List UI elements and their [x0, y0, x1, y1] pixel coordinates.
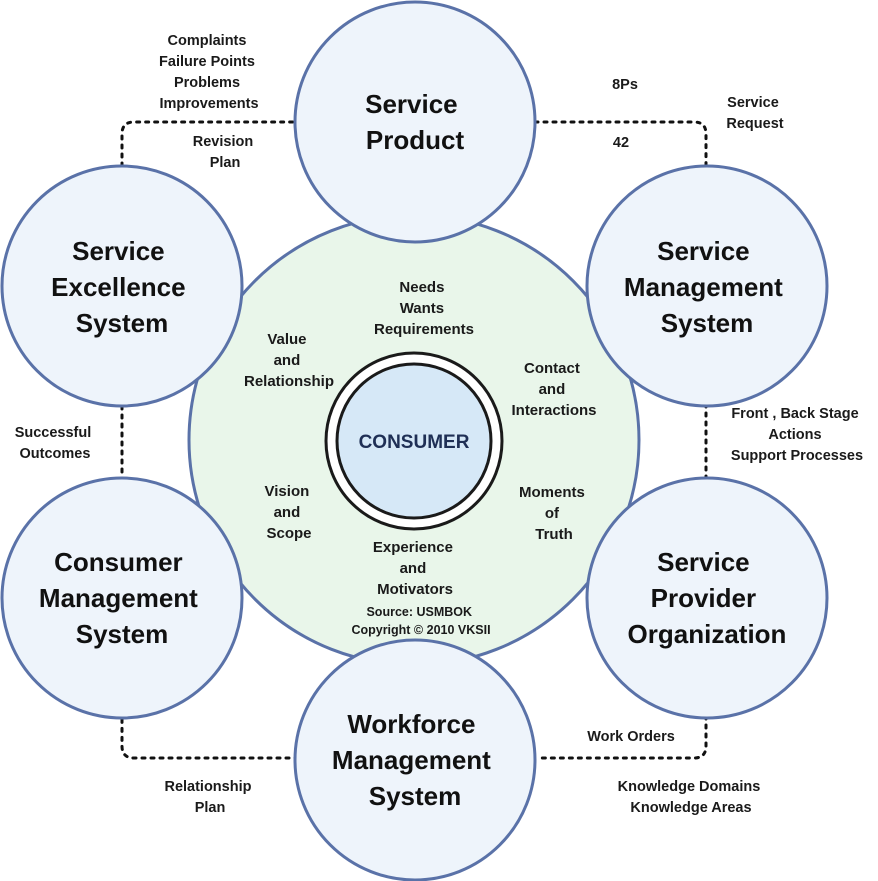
service-management-label: Service Management System — [624, 236, 790, 338]
value-label: Value and Relationship — [244, 331, 334, 390]
revision-plan-label: Revision Plan — [193, 134, 257, 171]
consumer-inner-ring — [335, 362, 493, 520]
service-excellence-circle — [0, 164, 244, 408]
connector-workforce-to-consumer-mgmt — [120, 714, 300, 760]
consumer-management-label: Consumer Management System — [39, 547, 205, 649]
eight-ps-label: 8Ps — [612, 77, 638, 93]
service-request-label: Service Request — [726, 95, 783, 132]
experience-label: Experience and Motivators — [373, 539, 457, 598]
feedback-label: Complaints Failure Points Problems Impro… — [159, 33, 259, 112]
workforce-management-circle — [293, 638, 537, 881]
front-back-label: Front , Back Stage Actions Support Proce… — [731, 406, 863, 464]
needs-label: Needs Wants Requirements — [374, 279, 474, 338]
connector-provider-to-workforce — [538, 714, 708, 760]
service-provider-circle — [585, 476, 829, 720]
work-orders-label: Work Orders — [587, 729, 675, 745]
service-product-label: Service Product — [365, 89, 465, 155]
service-excellence-label: Service Excellence System — [51, 236, 193, 338]
dotted-connectors — [120, 120, 708, 760]
service-provider-label: Service Provider Organization — [628, 547, 787, 649]
knowledge-label: Knowledge Domains Knowledge Areas — [618, 779, 765, 816]
contact-label: Contact and Interactions — [511, 360, 596, 419]
moments-label: Moments of Truth — [519, 484, 589, 543]
vision-label: Vision and Scope — [265, 483, 314, 542]
forty-two-label: 42 — [613, 135, 629, 151]
successful-outcomes-label: Successful Outcomes — [15, 425, 96, 462]
source-label: Source: USMBOK Copyright © 2010 VKSII — [351, 605, 490, 637]
workforce-management-label: Workforce Management System — [332, 709, 498, 811]
consumer-management-circle — [0, 476, 244, 720]
consumer-label: CONSUMER — [359, 432, 470, 453]
service-management-circle — [585, 164, 829, 408]
relationship-plan-label: Relationship Plan — [164, 779, 255, 816]
service-product-circle — [293, 0, 537, 244]
